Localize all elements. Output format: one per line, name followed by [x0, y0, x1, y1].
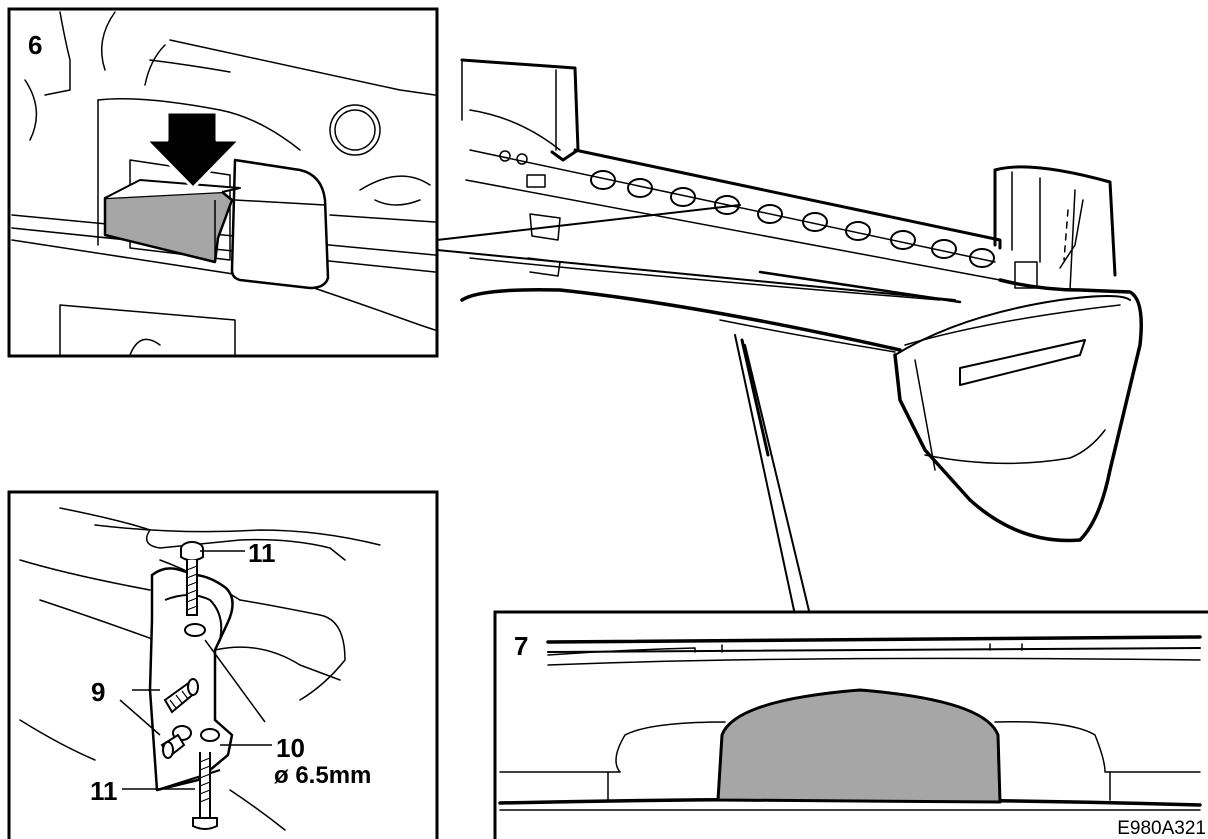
detail-panel-7: 7 [493, 610, 1208, 839]
retaining-clip-body [230, 158, 330, 290]
callout-bolt-side: 9 [91, 677, 105, 707]
bolt-bottom [192, 752, 218, 830]
retaining-clip-highlight [716, 688, 1002, 804]
down-arrow-icon [144, 110, 242, 190]
detail-panel-6: 6 [7, 7, 439, 358]
rear-bumper-illustration [436, 58, 1143, 616]
bolt-top [180, 541, 204, 616]
bolt-side-upper [163, 678, 199, 714]
callout-bracket: 10 [276, 733, 305, 763]
callout-bolt-bottom: 11 [90, 776, 118, 806]
detail-panel-bracket: 11 9 10 ø 6.5mm 11 [7, 490, 439, 839]
detail-6-number: 6 [28, 30, 42, 60]
figure-reference-code: E980A321 [1117, 818, 1206, 839]
callout-hole-size: ø 6.5mm [274, 762, 371, 789]
detail-6-frame [7, 7, 439, 358]
callout-bolt-top: 11 [248, 538, 276, 568]
detail-7-number: 7 [514, 631, 528, 661]
bolt-side-lower [160, 725, 192, 759]
